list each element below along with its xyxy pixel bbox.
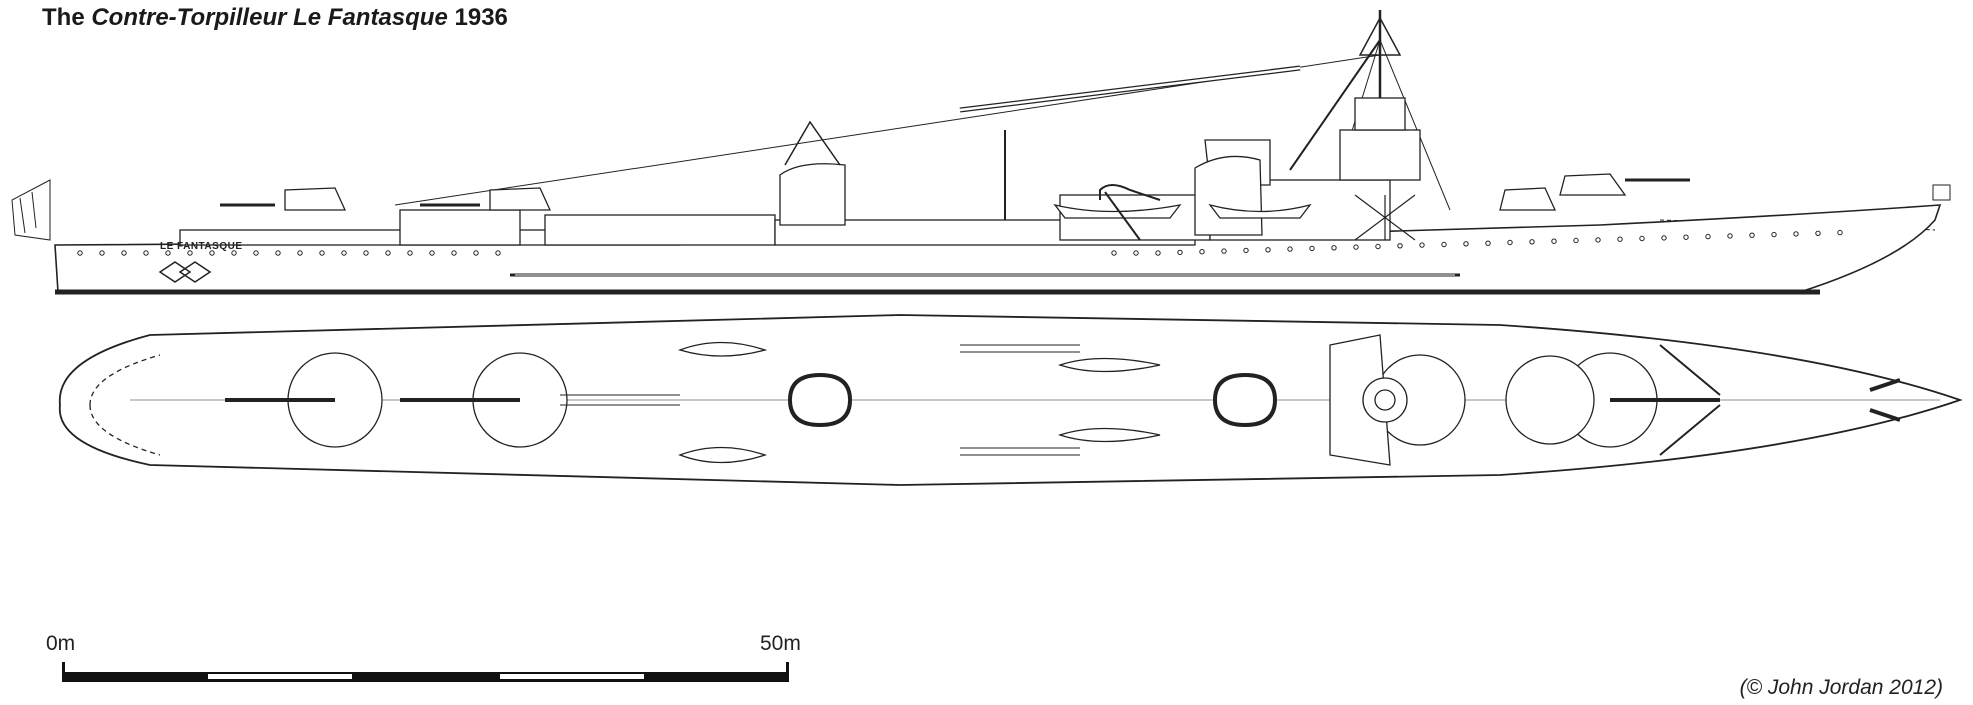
scale-bar — [62, 662, 789, 682]
porthole — [1595, 237, 1601, 243]
porthole — [1837, 229, 1843, 236]
fore-funnel — [1194, 155, 1263, 236]
porthole — [187, 250, 193, 256]
porthole — [1639, 235, 1645, 242]
profile-turrets — [220, 173, 1690, 211]
porthole — [1661, 235, 1667, 241]
porthole — [1199, 249, 1205, 255]
porthole — [99, 250, 105, 256]
porthole — [275, 250, 281, 256]
porthole — [1705, 233, 1711, 240]
porthole — [319, 250, 325, 256]
porthole — [1111, 250, 1117, 256]
porthole — [1749, 232, 1755, 238]
porthole — [143, 250, 149, 256]
porthole — [1177, 249, 1183, 256]
porthole — [451, 250, 457, 256]
porthole — [1287, 246, 1293, 252]
drawing-title: The Contre-Torpilleur Le Fantasque 1936 — [42, 4, 508, 32]
porthole — [1353, 244, 1359, 250]
porthole — [1419, 242, 1425, 248]
porthole — [1265, 247, 1271, 253]
aft-funnel-top — [787, 372, 853, 428]
porthole — [1727, 233, 1733, 239]
porthole — [1771, 231, 1777, 238]
porthole — [231, 250, 237, 256]
jack-flag — [1932, 184, 1951, 201]
porthole — [1155, 250, 1161, 256]
plan-turrets — [225, 352, 1720, 448]
porthole — [495, 250, 501, 256]
porthole — [385, 250, 391, 256]
porthole — [1441, 241, 1447, 248]
porthole — [341, 250, 347, 256]
porthole — [1243, 247, 1249, 254]
stern-ensign — [11, 179, 51, 241]
porthole — [1793, 231, 1799, 237]
scale-end-label: 50m — [760, 632, 801, 655]
porthole — [1221, 248, 1227, 254]
aft-funnel — [779, 163, 846, 226]
porthole — [1309, 245, 1315, 252]
porthole — [1815, 230, 1821, 237]
title-year: 1936 — [454, 4, 508, 31]
porthole — [407, 250, 413, 256]
porthole — [1397, 243, 1403, 249]
porthole — [1485, 240, 1491, 246]
porthole — [429, 250, 435, 256]
porthole — [253, 250, 259, 256]
title-prefix: The — [42, 4, 85, 31]
porthole — [209, 250, 215, 256]
porthole — [1331, 245, 1337, 251]
plan-view — [58, 314, 1963, 486]
porthole — [1463, 241, 1469, 247]
credit: (© John Jordan 2012) — [1739, 676, 1943, 699]
profile-view — [11, 10, 1951, 295]
porthole — [1617, 236, 1623, 242]
porthole — [1529, 239, 1535, 245]
porthole — [1573, 237, 1579, 244]
porthole — [1133, 250, 1139, 256]
hull-name-plate: LE FANTASQUE — [160, 241, 243, 252]
hull-profile — [54, 204, 1942, 293]
porthole — [77, 250, 83, 256]
porthole — [1507, 239, 1513, 246]
porthole — [1375, 243, 1381, 250]
porthole — [1551, 238, 1557, 244]
fore-funnel-top — [1212, 372, 1278, 428]
porthole — [121, 250, 127, 256]
porthole — [1683, 234, 1689, 240]
porthole — [473, 250, 479, 256]
porthole — [165, 250, 171, 256]
porthole — [297, 250, 303, 256]
title-ship-name: Contre-Torpilleur Le Fantasque — [91, 4, 448, 31]
porthole — [363, 250, 369, 256]
scale-start-label: 0m — [46, 632, 76, 655]
